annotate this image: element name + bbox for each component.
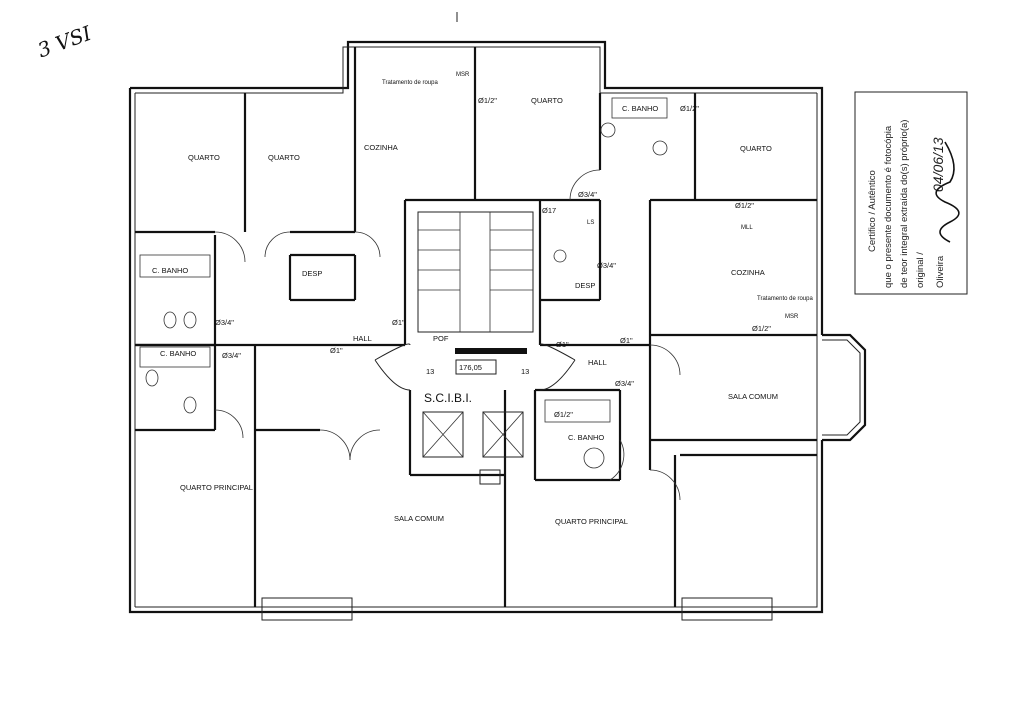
stamp-line: que o presente documento é fotocópia <box>883 125 894 288</box>
interior-walls <box>135 47 817 607</box>
room-label: S.C.I.B.I. <box>424 391 472 405</box>
pipe-label: Ø1" <box>620 336 633 345</box>
pipe-label: Ø3/4" <box>615 379 634 388</box>
stamp-line: Certifico / Autêntico <box>867 170 878 252</box>
pipe-label: Ø3/4" <box>597 261 616 270</box>
pipe-label: Ø1/2" <box>735 201 754 210</box>
room-label: QUARTO <box>268 153 300 162</box>
pipe-label: Ø1" <box>330 346 343 355</box>
room-label: DESP <box>302 269 322 278</box>
pipe-label: Ø3/4" <box>215 318 234 327</box>
pipe-label: Ø1/2" <box>554 410 573 419</box>
room-label: C. BANHO <box>568 433 604 442</box>
exterior-walls <box>128 40 867 614</box>
room-label: QUARTO <box>740 144 772 153</box>
doors <box>214 169 681 501</box>
pipe-label: Ø1/2" <box>752 324 771 333</box>
stairwell <box>417 211 534 354</box>
steps-label: 13 <box>426 367 434 376</box>
room-label: QUARTO PRINCIPAL <box>180 483 253 492</box>
signature <box>935 141 960 243</box>
elevator-left <box>422 411 464 458</box>
level-label: 176,05 <box>459 363 482 372</box>
room-label: QUARTO <box>531 96 563 105</box>
elevator-right <box>482 411 524 458</box>
room-label: C. BANHO <box>152 266 188 275</box>
room-label: MSR <box>456 72 470 78</box>
pipe-label: Ø1" <box>392 318 405 327</box>
stamp-line: de teor integral extraída do(s) próprio(… <box>899 120 910 288</box>
room-label: MLL <box>741 225 753 231</box>
room-label: Tratamento de roupa <box>757 296 813 302</box>
certification-stamp: Certifico / Autêntico que o presente doc… <box>854 91 968 295</box>
bathroom-fixtures <box>139 97 668 469</box>
room-label: COZINHA <box>731 268 765 277</box>
room-labels: QUARTO QUARTO QUARTO QUARTO Tratamento d… <box>152 72 813 526</box>
pipe-label: Ø3/4" <box>222 351 241 360</box>
level-box <box>455 359 497 375</box>
steps-label: 13 <box>521 367 529 376</box>
room-label: C. BANHO <box>160 349 196 358</box>
room-label: C. BANHO <box>622 104 658 113</box>
pipe-labels: Ø1/2" Ø1/2" Ø3/4" Ø1/2" Ø17 Ø3/4" Ø3/4" … <box>215 96 771 419</box>
stamp-line: Oliveira <box>935 255 946 288</box>
pipe-label: Ø1/2" <box>680 104 699 113</box>
pipe-label: Ø1" <box>556 340 569 349</box>
room-label: SALA COMUM <box>728 392 778 401</box>
room-label: QUARTO <box>188 153 220 162</box>
room-label: Tratamento de roupa <box>382 80 438 86</box>
room-label: QUARTO PRINCIPAL <box>555 517 628 526</box>
pipe-label: Ø1/2" <box>478 96 497 105</box>
room-label: COZINHA <box>364 143 398 152</box>
room-label: POF <box>433 334 449 343</box>
room-label: MSR <box>785 314 799 320</box>
stamp-line: original / <box>915 252 926 288</box>
room-label: HALL <box>588 358 607 367</box>
room-label: SALA COMUM <box>394 514 444 523</box>
room-label: HALL <box>353 334 372 343</box>
lobby-outline <box>374 343 576 391</box>
handwritten-mark: 3 VSI <box>34 21 95 63</box>
stamp-date: 04/06/13 <box>930 137 946 192</box>
balconies <box>261 469 773 621</box>
room-label: DESP <box>575 281 595 290</box>
pipe-label: Ø17 <box>542 206 556 215</box>
room-label: LS <box>587 220 594 226</box>
pipe-label: Ø3/4" <box>578 190 597 199</box>
